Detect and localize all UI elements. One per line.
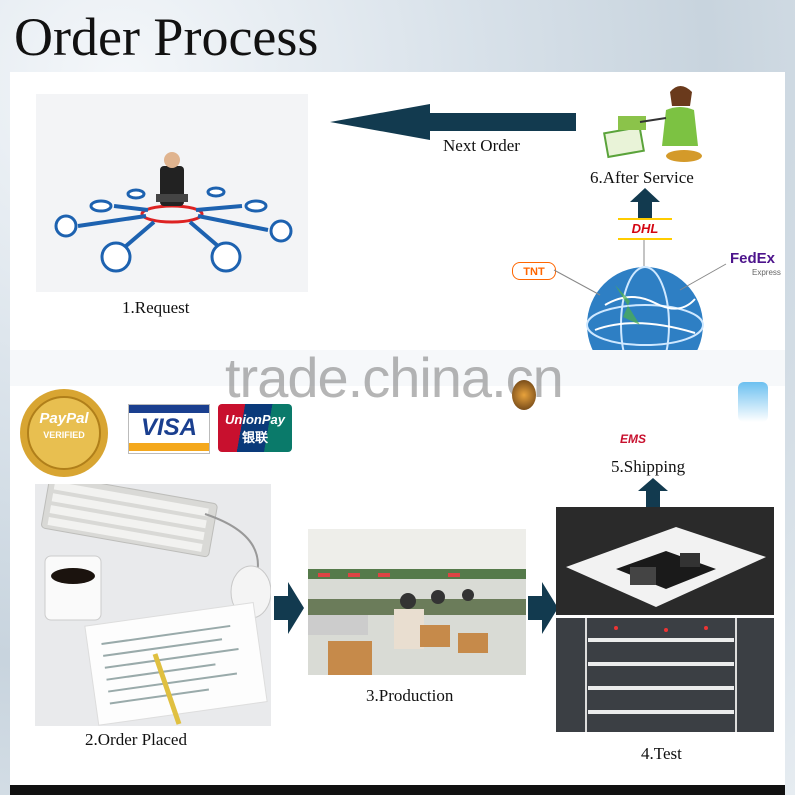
unionpay-text: UnionPay bbox=[225, 412, 285, 427]
next-order-label: Next Order bbox=[443, 136, 520, 155]
watermark-strip bbox=[10, 350, 785, 386]
unionpay-cn-text: 银联 bbox=[241, 430, 268, 445]
visa-logo: VISA bbox=[128, 404, 210, 454]
test-image-top bbox=[556, 507, 774, 615]
carrier-links bbox=[553, 240, 727, 296]
fedex-logo: FedEx Express bbox=[730, 250, 781, 280]
bottom-band bbox=[10, 785, 785, 795]
request-image bbox=[36, 94, 308, 292]
production-image bbox=[308, 529, 526, 675]
tnt-text: TNT bbox=[523, 266, 545, 278]
step-after-service-label: 6.After Service bbox=[590, 168, 694, 187]
paypal-text: PayPal bbox=[39, 410, 89, 427]
order-placed-image bbox=[35, 484, 271, 726]
visa-text: VISA bbox=[140, 414, 197, 441]
visa-bottom-band bbox=[129, 443, 209, 451]
paypal-verified-badge: PayPal VERIFIED bbox=[14, 388, 114, 478]
step-production-label: 3.Production bbox=[366, 686, 454, 705]
arrow-to-test bbox=[528, 582, 558, 634]
step-request-label: 1.Request bbox=[122, 298, 190, 317]
step-order-placed-label: 2.Order Placed bbox=[85, 730, 187, 749]
after-service-image bbox=[600, 82, 710, 168]
arrow-to-production bbox=[274, 582, 304, 634]
dhl-logo: DHL bbox=[618, 218, 672, 240]
globe-image bbox=[585, 265, 705, 353]
next-order-arrow bbox=[330, 104, 576, 140]
fedex-text: FedEx bbox=[730, 250, 776, 267]
ems-logo: EMS bbox=[620, 432, 647, 446]
step-shipping-label: 5.Shipping bbox=[611, 457, 686, 476]
test-image-bottom bbox=[556, 618, 774, 732]
watermark: trade.china.cn bbox=[225, 346, 564, 409]
dhl-text: DHL bbox=[631, 221, 659, 236]
unionpay-logo: UnionPay 银联 bbox=[218, 404, 292, 452]
up-arrow-after-service bbox=[630, 188, 660, 220]
step-test-label: 4.Test bbox=[641, 744, 682, 763]
up-arrow-shipping bbox=[638, 478, 668, 508]
fedex-express-text: Express bbox=[752, 268, 781, 277]
global-shipping-icon bbox=[738, 382, 768, 422]
visa-top-band bbox=[129, 405, 209, 413]
page-title: Order Process bbox=[14, 7, 319, 67]
paypal-verified-text: VERIFIED bbox=[43, 430, 85, 440]
small-brand-icon bbox=[512, 380, 536, 410]
